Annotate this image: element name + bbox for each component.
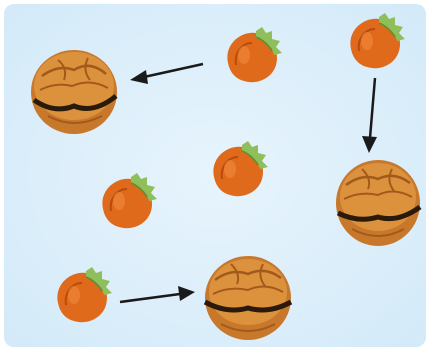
hazelnut-center: [208, 139, 270, 201]
arrow-bottom: [119, 286, 195, 304]
hazelnut-top-right: [345, 11, 407, 73]
arrow-right-down: [362, 77, 377, 153]
walnut-left: [28, 46, 120, 136]
hazelnut-left-middle: [97, 171, 159, 233]
walnut-right: [334, 157, 422, 247]
hazelnut-top-center: [222, 25, 284, 87]
walnut-bottom: [203, 252, 293, 342]
arrow-top-left: [130, 62, 204, 84]
hazelnut-bottom-left: [52, 265, 114, 327]
